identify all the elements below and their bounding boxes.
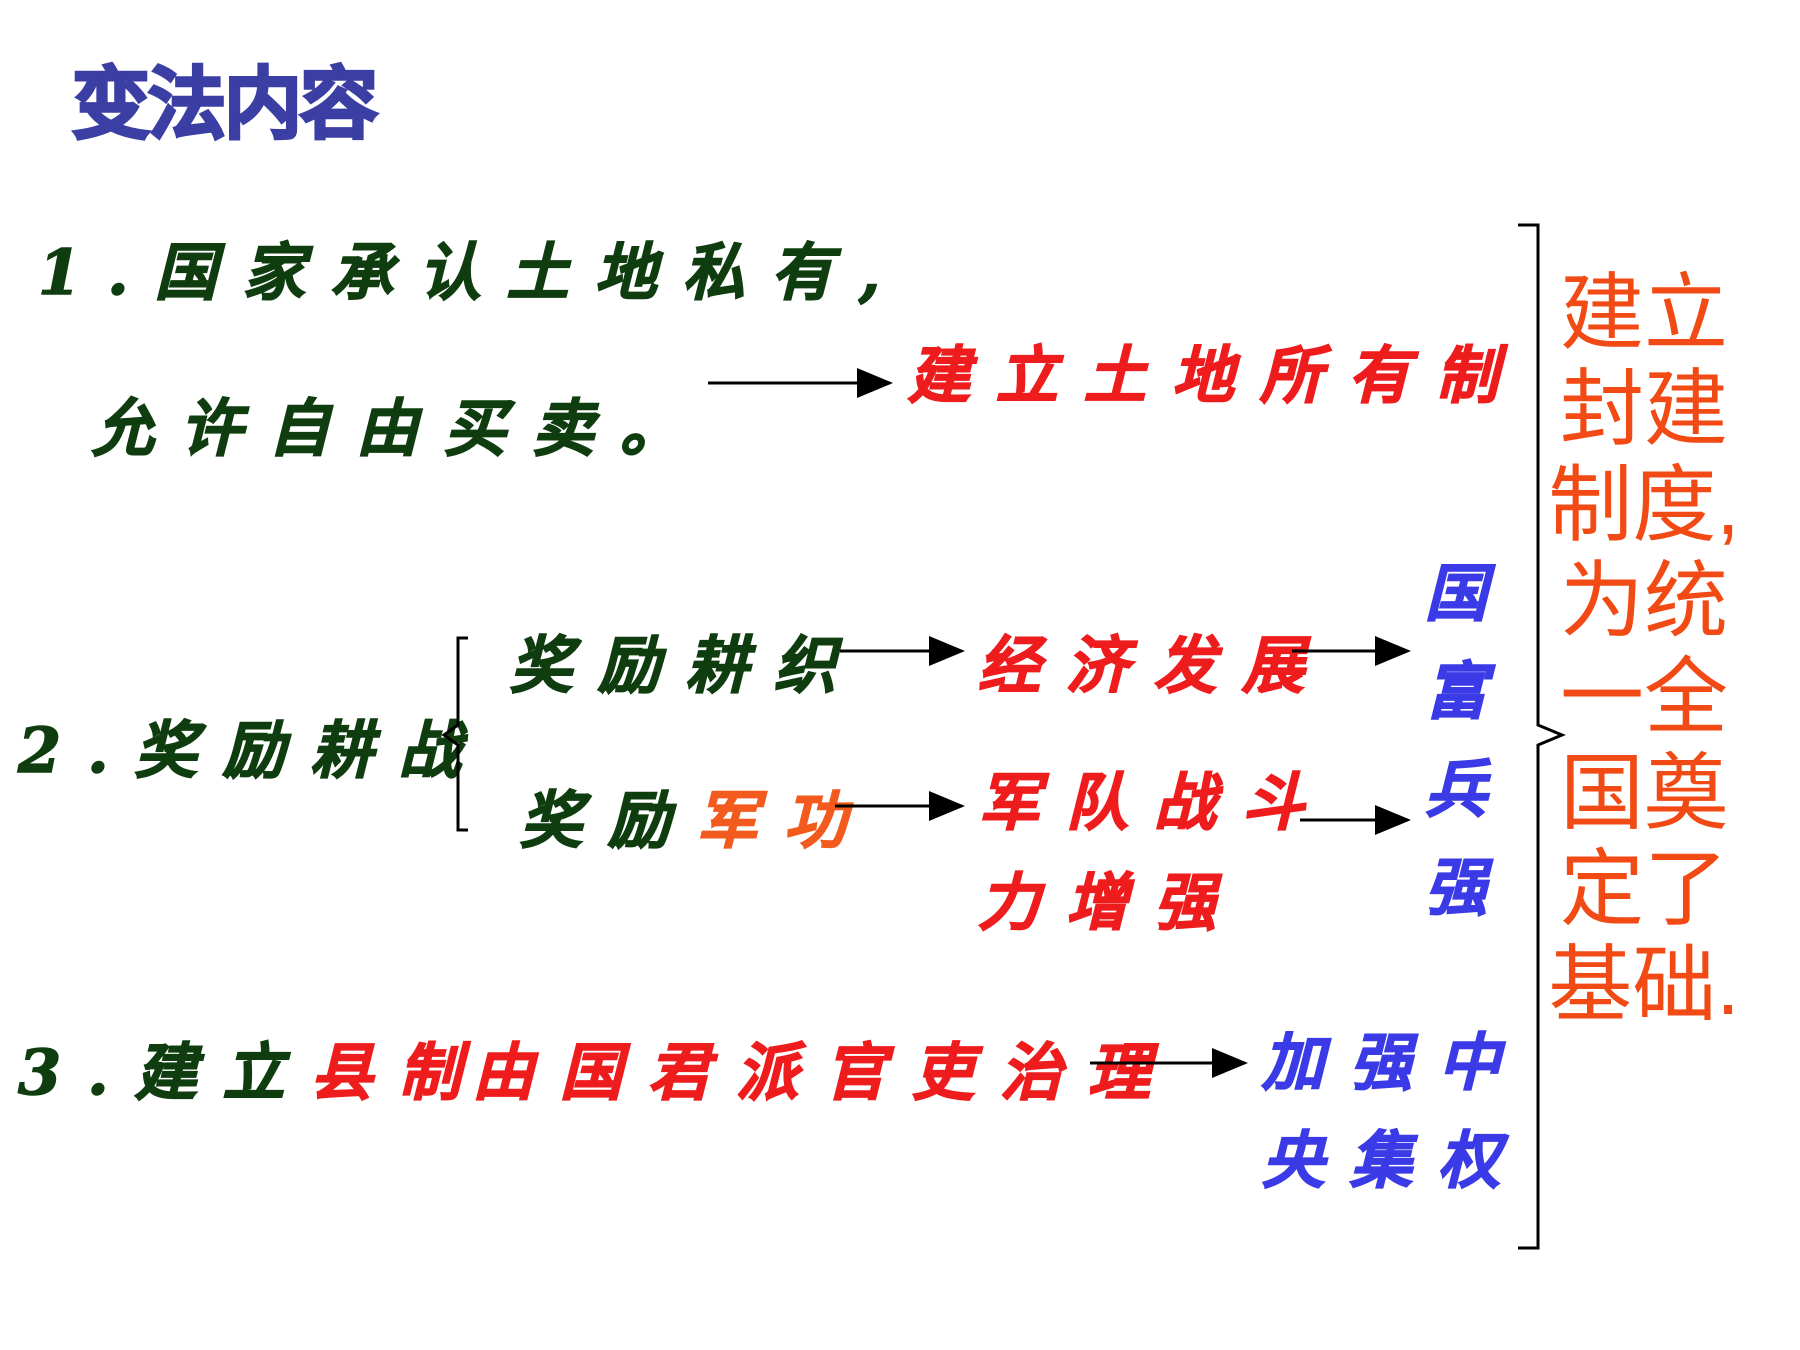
item2-label: 2.奖励耕战: [17, 713, 487, 788]
item3-line: 3.建立县制: [17, 1022, 487, 1112]
item1-line2: 允许自由买卖。: [91, 391, 709, 466]
item2-outcome-char: 兵: [1424, 752, 1488, 827]
item3-result-line2: 央集权: [1261, 1123, 1527, 1198]
item2-branch-b-result-line1: 军队战斗: [977, 765, 1331, 840]
conclusion-text: 建立封建制度,为统一全国奠定了基础.: [1548, 266, 1740, 1032]
brace-item2: [441, 636, 468, 832]
item2-outcome-char: 国: [1424, 556, 1488, 631]
item2-branch-a-result: 经济发展: [977, 628, 1331, 703]
page-title: 变法内容: [70, 59, 379, 152]
item2-outcome: 国 富 兵 强: [1424, 545, 1488, 937]
item1-result: 建立土地所有制: [907, 338, 1525, 413]
item3-result-line1: 加强中: [1261, 1025, 1527, 1100]
item3-detail: 由国君派官吏治理: [471, 1035, 1177, 1110]
item1-line1: 1.国家承认土地私有,: [37, 235, 907, 310]
item2-outcome-char: 强: [1424, 850, 1488, 925]
item2-branch-b-result-line2: 力增强: [977, 865, 1243, 940]
item2-branch-b-highlight: 军功: [695, 783, 873, 858]
item3-prefix: 3.建立: [17, 1035, 311, 1110]
item2-branch-b: 奖励军功: [519, 770, 873, 860]
brace-conclusion: [1518, 223, 1566, 1250]
item2-branch-b-prefix: 奖励: [519, 783, 697, 858]
item2-branch-a: 奖励耕织: [509, 628, 863, 703]
item2-outcome-char: 富: [1424, 654, 1488, 729]
item3-highlight: 县制: [310, 1035, 487, 1110]
